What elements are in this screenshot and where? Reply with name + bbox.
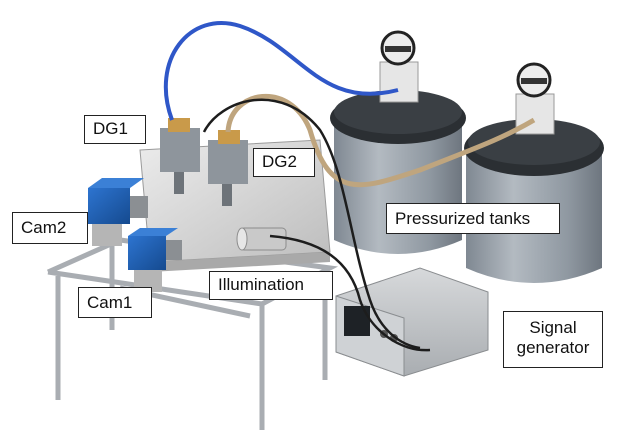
pressurized-tank-right bbox=[464, 62, 604, 283]
signal-generator-device bbox=[335, 267, 489, 377]
label-dg1: DG1 bbox=[84, 115, 146, 144]
camera-cam1 bbox=[128, 228, 182, 292]
label-dg2: DG2 bbox=[253, 148, 315, 177]
label-cam1: Cam1 bbox=[78, 287, 152, 318]
droplet-generator-dg1 bbox=[160, 118, 200, 194]
label-pressurized-tanks: Pressurized tanks bbox=[386, 203, 560, 234]
illumination-lamp bbox=[236, 227, 287, 251]
blue-cable bbox=[163, 21, 399, 121]
droplet-generator-dg2 bbox=[208, 130, 248, 206]
camera-cam2 bbox=[88, 178, 148, 246]
tan-cable bbox=[225, 93, 536, 188]
label-cam2: Cam2 bbox=[12, 212, 88, 244]
pressurized-tank-left bbox=[330, 30, 466, 254]
label-signal-generator: Signal generator bbox=[503, 311, 603, 368]
black-cables bbox=[202, 98, 431, 352]
label-illumination: Illumination bbox=[209, 271, 333, 300]
